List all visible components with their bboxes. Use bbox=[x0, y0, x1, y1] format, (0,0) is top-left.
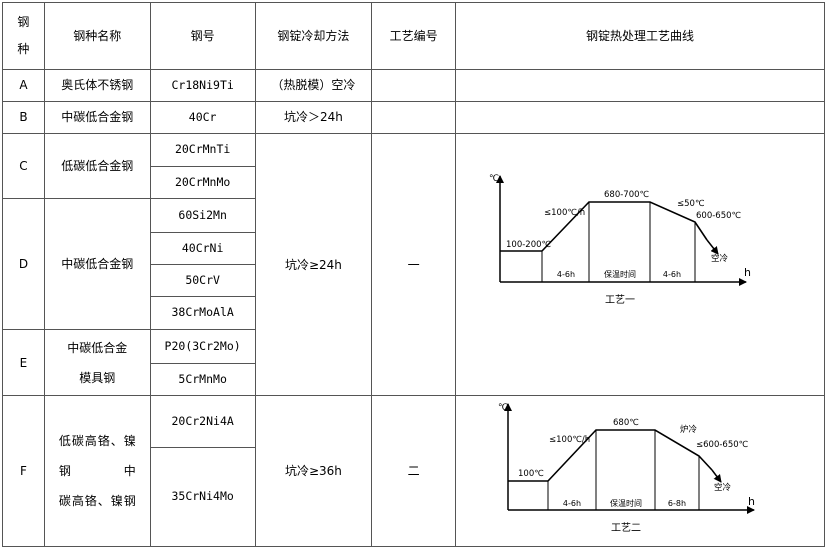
row-c-grade-2: 20CrMnMo bbox=[149, 166, 256, 199]
row-c-name: 低碳低合金钢 bbox=[43, 133, 151, 199]
row-b-curve bbox=[454, 101, 825, 134]
group2-process: 二 bbox=[371, 395, 456, 547]
header-heat-curve: 钢锭热处理工艺曲线 bbox=[454, 2, 825, 70]
p1-seg-hold: 保温时间 bbox=[604, 269, 636, 279]
table-row: B 中碳低合金钢 40Cr 坑冷＞24h bbox=[2, 101, 825, 134]
p2-end-temp: ≤600-650℃ bbox=[696, 440, 749, 450]
row-e-grade-1: P20(3Cr2Mo) bbox=[149, 329, 256, 365]
p1-air-cool: 空冷 bbox=[711, 253, 729, 264]
p1-seg-cool: 4-6h bbox=[663, 270, 681, 279]
p2-x-unit: h bbox=[748, 495, 755, 508]
p1-cool-rate: ≤50℃ bbox=[677, 199, 705, 209]
p1-air-cool-arrow bbox=[706, 239, 719, 255]
row-c-grade-1: 20CrMnTi bbox=[149, 133, 256, 167]
p2-air-cool-arrow bbox=[711, 469, 722, 484]
p2-start-temp: 100℃ bbox=[518, 469, 544, 479]
p1-end-temp: 600-650℃ bbox=[696, 211, 742, 221]
table-row: F 低碳高铬、镍 钢 中 碳高铬、镍钢 20Cr2Ni4A 坑冷≥36h 二 ℃… bbox=[2, 395, 825, 547]
row-f-name-line1: 低碳高铬、镍 bbox=[58, 434, 136, 449]
p2-hold-temp: 680℃ bbox=[613, 418, 639, 428]
process2-diagram: ℃ h 100℃ ≤100℃/h 680℃ 炉冷 ≤600-650℃ 空冷 4-… bbox=[498, 403, 755, 534]
table-row: E 中碳低合金 模具钢 P20(3Cr2Mo) bbox=[2, 329, 825, 397]
header-process-no: 工艺编号 bbox=[371, 2, 456, 70]
table-row: C 低碳低合金钢 20CrMnTi 坑冷≥24h 一 ℃ h bbox=[2, 132, 825, 397]
p2-title: 工艺二 bbox=[611, 522, 641, 534]
p2-seg-heat: 4-6h bbox=[563, 499, 581, 508]
header-steel-name: 钢种名称 bbox=[43, 2, 151, 70]
p2-heat-rate: ≤100℃/h bbox=[549, 435, 590, 445]
p1-start-temp: 100-200℃ bbox=[506, 240, 552, 250]
header-grade: 钢号 bbox=[149, 2, 256, 70]
group1-cooling: 坑冷≥24h bbox=[254, 132, 373, 397]
row-f-name-line2: 钢 中 bbox=[58, 464, 136, 479]
table-row: 35CrNi4Mo bbox=[3, 446, 825, 547]
row-d-grade-2: 40CrNi bbox=[149, 232, 256, 266]
process2-diagram-cell: ℃ h 100℃ ≤100℃/h 680℃ 炉冷 ≤600-650℃ 空冷 4-… bbox=[454, 395, 825, 547]
header-steel-type: 钢 种 bbox=[2, 2, 45, 70]
header-steel-type-char1: 钢 bbox=[17, 15, 30, 29]
row-b-cooling: 坑冷＞24h bbox=[254, 101, 373, 134]
p1-hold-temp: 680-700℃ bbox=[604, 190, 650, 200]
p2-curve bbox=[507, 429, 713, 483]
row-e-code: E bbox=[2, 329, 45, 397]
row-c-code: C bbox=[2, 133, 45, 199]
row-d-grade-3: 50CrV bbox=[149, 264, 256, 298]
process1-diagram: ℃ h 100-200℃ ≤100℃/h 680-700℃ ≤50℃ 600-6… bbox=[489, 174, 751, 306]
row-a-name: 奥氏体不锈钢 bbox=[43, 69, 151, 102]
p1-seg-heat: 4-6h bbox=[557, 270, 575, 279]
row-e-name-line1: 中碳低合金 bbox=[67, 340, 128, 355]
row-f-grade-2: 35CrNi4Mo bbox=[149, 446, 256, 547]
row-f-name-line3: 碳高铬、镍钢 bbox=[58, 494, 136, 509]
row-b-grade: 40Cr bbox=[149, 101, 256, 134]
header-row: 钢 种 钢种名称 钢号 钢锭冷却方法 工艺编号 钢锭热处理工艺曲线 bbox=[2, 2, 825, 70]
row-d-grade-4: 38CrMoAlA bbox=[149, 296, 256, 331]
row-f-code: F bbox=[2, 395, 45, 547]
row-a-curve bbox=[454, 69, 825, 102]
row-a-process bbox=[371, 69, 456, 102]
p2-air-cool: 空冷 bbox=[714, 482, 732, 493]
row-d-code: D bbox=[2, 197, 45, 331]
p1-y-unit: ℃ bbox=[489, 174, 499, 184]
group2-cooling: 坑冷≥36h bbox=[254, 395, 373, 547]
table-row: 40CrNi bbox=[3, 232, 825, 266]
row-d-name: 中碳低合金钢 bbox=[43, 197, 151, 331]
p2-furnace-cool: 炉冷 bbox=[680, 424, 698, 435]
row-f-grade-1: 20Cr2Ni4A bbox=[149, 395, 256, 448]
row-a-cooling: （热脱模）空冷 bbox=[254, 69, 373, 102]
p2-y-unit: ℃ bbox=[498, 403, 508, 413]
p2-seg-cool: 6-8h bbox=[668, 499, 686, 508]
row-e-name: 中碳低合金 模具钢 bbox=[43, 329, 151, 397]
table-row: 38CrMoAlA bbox=[3, 296, 825, 331]
table-row: 20CrMnMo bbox=[3, 166, 825, 199]
row-b-process bbox=[371, 101, 456, 134]
row-d-grade-1: 60Si2Mn bbox=[149, 197, 256, 234]
p1-title: 工艺一 bbox=[605, 294, 635, 306]
row-b-code: B bbox=[2, 101, 45, 134]
header-ingot-cooling: 钢锭冷却方法 bbox=[254, 2, 373, 70]
row-a-code: A bbox=[2, 69, 45, 102]
table-row: 50CrV bbox=[3, 264, 825, 298]
row-a-grade: Cr18Ni9Ti bbox=[149, 69, 256, 102]
header-steel-type-char2: 种 bbox=[17, 42, 30, 56]
row-e-name-line2: 模具钢 bbox=[79, 370, 116, 385]
table-row: A 奥氏体不锈钢 Cr18Ni9Ti （热脱模）空冷 bbox=[2, 69, 825, 102]
table-row: 5CrMnMo bbox=[3, 363, 825, 397]
group1-process: 一 bbox=[371, 132, 456, 397]
table-row: D 中碳低合金钢 60Si2Mn bbox=[2, 197, 825, 331]
row-b-name: 中碳低合金钢 bbox=[43, 101, 151, 134]
p2-seg-hold: 保温时间 bbox=[610, 498, 642, 508]
row-f-name: 低碳高铬、镍 钢 中 碳高铬、镍钢 bbox=[43, 395, 151, 547]
p1-heat-rate: ≤100℃/h bbox=[544, 208, 585, 218]
process1-diagram-cell: ℃ h 100-200℃ ≤100℃/h 680-700℃ ≤50℃ 600-6… bbox=[454, 132, 825, 397]
p1-x-unit: h bbox=[744, 266, 751, 279]
row-e-grade-2: 5CrMnMo bbox=[149, 363, 256, 397]
